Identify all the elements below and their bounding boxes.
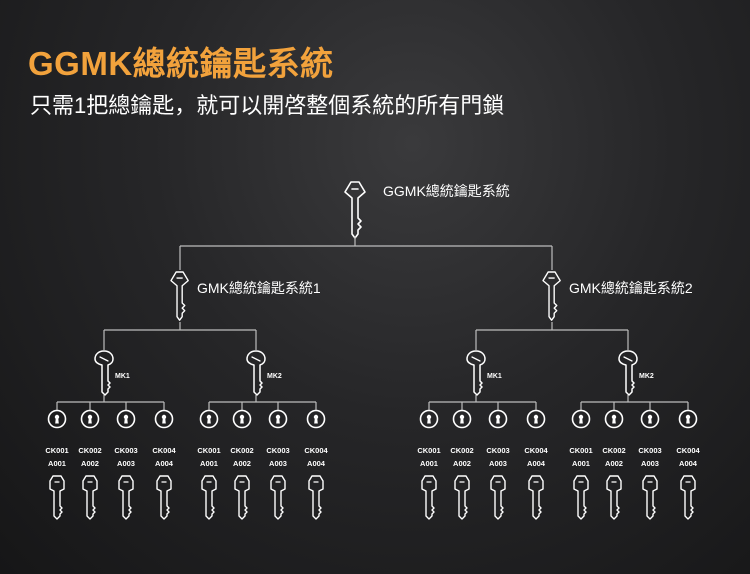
lock-number-label: A004 [307, 459, 326, 468]
mk-2-2-label: MK2 [639, 373, 654, 380]
cylinder-code-label: CK001 [197, 446, 220, 455]
lock-cylinder-icon [47, 409, 67, 429]
lock-number-label: A003 [269, 459, 287, 468]
lock-cylinder-icon [488, 409, 508, 429]
lock-number-label: A001 [200, 459, 218, 468]
change-key-icon [201, 475, 217, 520]
lock-number-label: A003 [641, 459, 659, 468]
change-key-icon [528, 475, 544, 520]
cylinder-code-label: CK001 [45, 446, 68, 455]
lock-number-label: A001 [420, 459, 438, 468]
cylinder-code-label: CK003 [114, 446, 137, 455]
lock-number-label: A004 [155, 459, 174, 468]
change-key-icon [82, 475, 98, 520]
lock-cylinder-icon [154, 409, 174, 429]
group-2-label: GMK總統鑰匙系統2 [569, 280, 693, 296]
lock-number-label: A002 [233, 459, 251, 468]
lock-cylinder-icon [604, 409, 624, 429]
lock-number-label: A004 [527, 459, 546, 468]
grand-master-key-icon-1 [170, 271, 189, 321]
change-key-icon [680, 475, 696, 520]
mk-key-1-2-icon [246, 350, 266, 396]
cylinder-code-label: CK003 [486, 446, 509, 455]
change-key-icon [270, 475, 286, 520]
lock-number-label: A002 [605, 459, 623, 468]
cylinder-code-label: CK001 [417, 446, 440, 455]
change-key-icon [490, 475, 506, 520]
lock-cylinder-icon [452, 409, 472, 429]
lock-cylinder-icon [306, 409, 326, 429]
master-key-icon [344, 181, 366, 239]
lock-cylinder-icon [526, 409, 546, 429]
mk-key-2-1-icon [466, 350, 486, 396]
lock-cylinder-icon [80, 409, 100, 429]
cylinder-code-label: CK004 [152, 446, 176, 455]
lock-number-label: A003 [117, 459, 135, 468]
page-subtitle: 只需1把總鑰匙，就可以開啓整個系統的所有門鎖 [30, 93, 505, 118]
mk-1-2-label: MK2 [267, 373, 282, 380]
lock-number-label: A001 [572, 459, 590, 468]
cylinder-code-label: CK004 [524, 446, 548, 455]
lock-cylinder-icon [116, 409, 136, 429]
change-key-icon [642, 475, 658, 520]
change-key-icon [308, 475, 324, 520]
mk-key-1-1-icon [94, 350, 114, 396]
cylinder-code-label: CK003 [638, 446, 661, 455]
cylinder-code-label: CK002 [78, 446, 101, 455]
cylinder-code-label: CK002 [450, 446, 473, 455]
lock-number-label: A001 [48, 459, 66, 468]
cylinder-code-label: CK004 [304, 446, 328, 455]
group-1-label: GMK總統鑰匙系統1 [197, 280, 321, 296]
change-key-icon [156, 475, 172, 520]
mk-2-1-label: MK1 [487, 373, 502, 380]
change-key-icon [573, 475, 589, 520]
cylinder-code-label: CK004 [676, 446, 700, 455]
cylinder-code-label: CK003 [266, 446, 289, 455]
change-key-icon [234, 475, 250, 520]
change-key-icon [421, 475, 437, 520]
lock-cylinder-icon [199, 409, 219, 429]
lock-cylinder-icon [571, 409, 591, 429]
lock-cylinder-icon [419, 409, 439, 429]
lock-cylinder-icon [678, 409, 698, 429]
lock-number-label: A002 [453, 459, 471, 468]
lock-cylinder-icon [640, 409, 660, 429]
change-key-icon [118, 475, 134, 520]
cylinder-code-label: CK002 [602, 446, 625, 455]
mk-1-1-label: MK1 [115, 373, 130, 380]
change-key-icon [606, 475, 622, 520]
cylinder-code-label: CK002 [230, 446, 253, 455]
grand-master-key-icon-2 [542, 271, 561, 321]
change-key-icon [49, 475, 65, 520]
lock-cylinder-icon [268, 409, 288, 429]
cylinder-code-label: CK001 [569, 446, 592, 455]
page-title: GGMK總統鑰匙系統 [28, 45, 334, 82]
root-system-label: GGMK總統鑰匙系統 [383, 183, 510, 199]
mk-key-2-2-icon [618, 350, 638, 396]
change-key-icon [454, 475, 470, 520]
lock-cylinder-icon [232, 409, 252, 429]
lock-number-label: A003 [489, 459, 507, 468]
lock-number-label: A002 [81, 459, 99, 468]
lock-number-label: A004 [679, 459, 698, 468]
